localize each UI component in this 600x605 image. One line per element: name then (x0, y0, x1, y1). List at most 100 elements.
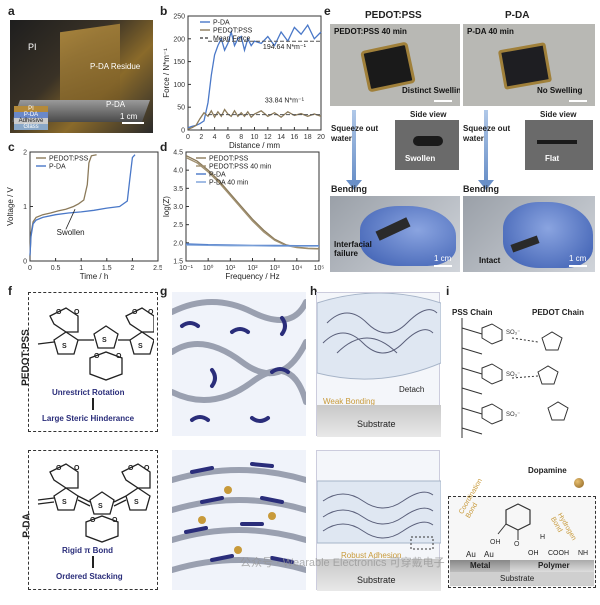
svg-text:O: O (112, 517, 118, 524)
photo1-title: PEDOT:PSS 40 min (334, 27, 407, 36)
photo1-caption: Distinct Swelling (402, 86, 460, 95)
legend-adhesive: Adhesive (14, 118, 48, 124)
svg-text:O: O (514, 541, 520, 546)
g-diagram-pedot (172, 292, 306, 436)
unrestrict-rotation: Unrestrict Rotation (52, 388, 125, 397)
svg-text:O: O (128, 465, 134, 472)
cooh-group: COOH (548, 550, 569, 557)
photo2-caption: No Swelling (537, 86, 583, 95)
arrow-head-e1 (346, 180, 362, 190)
label-pda: P-DA (106, 100, 126, 109)
substrate-top (317, 405, 441, 437)
h-atom: H (540, 534, 546, 541)
swollen-text: Swollen (405, 154, 436, 163)
svg-text:S: S (134, 499, 139, 506)
f-box-pda (28, 450, 158, 590)
scalebar-e4 (569, 265, 587, 267)
x-tick-label: 1 (79, 265, 83, 272)
x-tick-label: 6 (226, 134, 230, 141)
h-top-film (317, 293, 441, 380)
x-tick-label: 10⁵ (314, 265, 325, 272)
g-diagram-pda (172, 450, 306, 590)
bending-label-2: Bending (463, 184, 499, 194)
svg-text:O: O (56, 309, 62, 316)
legend-entry: PEDOT:PSS 40 min (209, 164, 271, 171)
swollen-annotation: Swollen (57, 228, 85, 237)
polymer-text: Polymer (538, 561, 570, 570)
substrate-i-text: Substrate (500, 574, 535, 583)
arrow-head-e2 (478, 180, 494, 190)
legend-entry: PEDOT:PSS (49, 156, 89, 163)
x-tick-label: 2.5 (153, 265, 162, 272)
swollen-pointer (65, 209, 76, 230)
y-tick-label: 1.5 (173, 259, 183, 266)
y-tick-label: 3.5 (173, 186, 183, 193)
panel-h-label: h (310, 284, 318, 298)
series-pedot-pss (187, 108, 322, 130)
y-tick-label: 150 (173, 59, 185, 66)
series-p-da (187, 23, 322, 129)
y-tick-label: 250 (173, 14, 185, 21)
rigid-pi-bond: Rigid π Bond (62, 546, 114, 555)
y-axis-label: Force / N*m⁻¹ (162, 48, 171, 98)
glove-pda (503, 202, 593, 268)
oh-group: OH (528, 550, 539, 557)
x-axis-label: Distance / mm (229, 141, 280, 150)
y-tick-label: 50 (177, 105, 185, 112)
h-box-top: Detach Weak Bonding Substrate (316, 292, 441, 437)
detach-text: Detach (399, 385, 425, 394)
x-tick-label: 0 (28, 265, 32, 272)
au-2: Au (484, 550, 494, 559)
flat-sample (497, 42, 553, 90)
svg-text:S: S (98, 503, 103, 510)
y-tick-label: 200 (173, 36, 185, 43)
watermark: 公众号 · Wearable Electronics 可穿戴电子 (240, 557, 445, 569)
svg-text:O: O (74, 309, 80, 316)
photo-bending-pedot: Interfacial failure 1 cm (330, 196, 460, 272)
panel-e-label: e (324, 4, 331, 18)
x-tick-label: 18 (304, 134, 312, 141)
x-tick-label: 10⁰ (203, 264, 214, 272)
dopamine-dot (574, 478, 584, 488)
svg-text:O: O (144, 465, 150, 472)
interfacial-failure-text: Interfacial failure (334, 240, 372, 258)
f-arrow-1 (92, 398, 94, 410)
nh2-group: NH (578, 550, 589, 557)
dopamine-label: Dopamine (528, 466, 567, 475)
label-pda-residue: P-DA Residue (90, 62, 141, 71)
e-col2-title: P-DA (505, 10, 530, 21)
f-box-pedot (28, 292, 158, 432)
photo-pda-40min: P-DA 40 min No Swelling (463, 24, 595, 106)
legend-pda: P-DA (14, 112, 48, 118)
panel-d-label: d (160, 140, 168, 154)
svg-text:O: O (94, 353, 100, 360)
y-axis-label: Voltage / V (6, 186, 15, 225)
legend-entry: P-DA (213, 20, 230, 27)
legend-entry: PEDOT:PSS (209, 156, 249, 163)
annotation-pedot-force: 33.84 N*m⁻¹ (265, 98, 305, 105)
panel-i-label: i (446, 284, 450, 298)
scalebar-e4-label: 1 cm (569, 254, 587, 263)
x-tick-label: 2 (130, 265, 134, 272)
layer-legend: PI P-DA Adhesive Glass (14, 106, 48, 130)
f-arrow-2 (92, 556, 94, 568)
svg-text:S: S (102, 337, 107, 344)
svg-text:O: O (148, 309, 154, 316)
panel-f-label: f (8, 284, 12, 298)
x-axis-label: Time / h (80, 272, 109, 281)
metal-substrate (450, 560, 510, 572)
scalebar-e2 (569, 100, 587, 102)
swollen-edge (413, 136, 443, 146)
weak-bonding-text: Weak Bonding (323, 397, 375, 406)
scalebar-e3-label: 1 cm (434, 254, 452, 263)
x-tick-label: 8 (239, 134, 243, 141)
x-tick-label: 10⁻¹ (179, 265, 193, 272)
panel-g-label: g (160, 284, 168, 298)
x-tick-label: 10 (251, 134, 259, 141)
dopamine-molecule: OH O (490, 503, 531, 546)
robust-adhesion-text: Robust Adhesion (341, 551, 402, 560)
panel-a-label: a (8, 4, 15, 18)
photo-pedot-40min: PEDOT:PSS 40 min Distinct Swelling (330, 24, 460, 106)
